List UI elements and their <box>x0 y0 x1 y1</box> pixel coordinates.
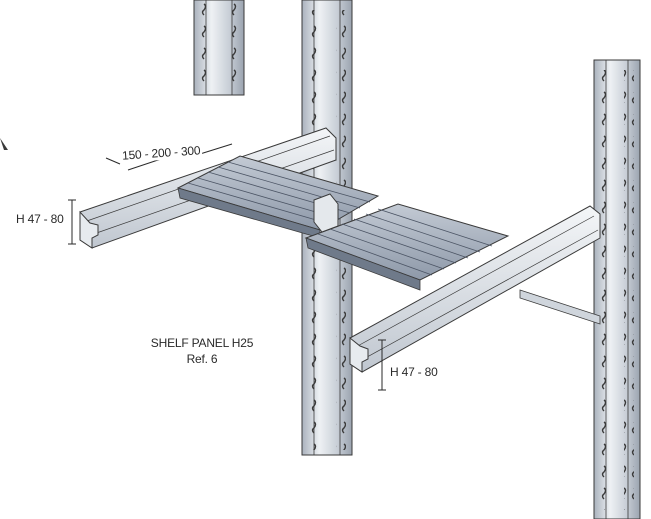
dimension-height-left <box>68 199 76 245</box>
label-beam-height-left: H 47 - 80 <box>14 212 66 226</box>
label-panel-name: SHELF PANEL H25 <box>150 336 254 350</box>
arrow-marker-icon <box>0 138 8 150</box>
dimension-height-right <box>378 339 386 391</box>
upright-right <box>593 59 641 519</box>
label-panel-ref: Ref. 6 <box>186 352 218 366</box>
connector-clip <box>313 193 339 233</box>
upright-top <box>193 0 245 96</box>
shelf-panel-right <box>304 203 510 291</box>
label-beam-height-right: H 47 - 80 <box>388 365 440 379</box>
cross-brace <box>519 289 601 325</box>
beam-right <box>349 205 601 373</box>
